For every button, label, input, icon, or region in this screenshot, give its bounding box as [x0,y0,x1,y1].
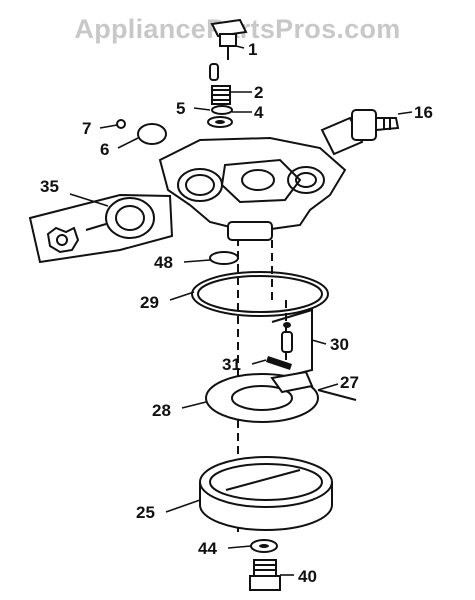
part-5-oring [211,105,233,115]
part-31-clip [266,356,292,370]
part-7-screw [116,119,126,129]
callout-31: 31 [222,355,241,374]
part-2-spring [209,63,231,105]
callout-2: 2 [254,83,263,102]
callout-29: 29 [140,293,159,312]
part-6-plug [137,123,167,145]
callout-30: 30 [330,335,349,354]
part-25-float-bowl [199,456,333,531]
callout-44: 44 [198,539,217,558]
callout-28: 28 [152,401,171,420]
callout-25: 25 [136,503,155,522]
callout-16: 16 [414,103,433,122]
leader-lines [69,45,413,576]
part-44-washer [250,539,278,553]
callout-27: 27 [340,373,359,392]
part-30-needle-valve [271,308,313,381]
callout-6: 6 [100,140,109,159]
part-35-primer-assembly [28,193,174,264]
callout-40: 40 [298,567,317,586]
part-1-screw [210,18,248,60]
part-4-washer [207,116,233,128]
part-29-gasket [191,271,329,317]
part-28-float [205,370,319,423]
callout-7: 7 [82,119,91,138]
callout-1: 1 [248,40,257,59]
callout-5: 5 [176,99,185,118]
part-27-pin [317,389,357,401]
callout-4: 4 [254,103,264,122]
part-16-fitting [320,109,400,156]
callout-35: 35 [40,177,59,196]
carburetor-body [158,136,347,241]
callout-48: 48 [154,253,173,272]
part-40-bowl-nut [249,559,281,591]
part-48-seal [209,251,239,265]
